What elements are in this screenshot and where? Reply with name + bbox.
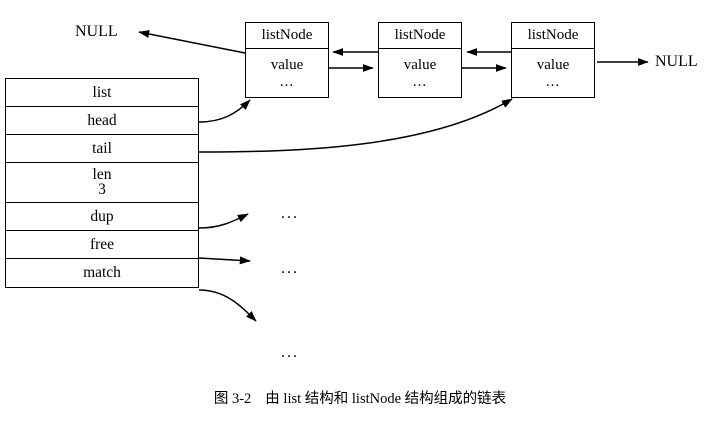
caption-text: 由 list 结构和 listNode 结构组成的链表 (265, 391, 507, 407)
arrow-dup-to-ellipsis (198, 213, 249, 229)
struct-field-head: head (87, 111, 117, 129)
struct-field-free: free (89, 235, 115, 253)
listnode-body-2: value ... (379, 49, 461, 97)
struct-row-title: list (6, 79, 198, 107)
null-label-left: NULL (75, 23, 118, 40)
listnode-body-3: value ... (512, 49, 594, 97)
struct-row-match: match (6, 259, 198, 287)
struct-row-len: len 3 (6, 163, 198, 203)
caption-number: 图 3-2 (213, 391, 252, 407)
listnode-title-1: listNode (246, 23, 328, 49)
null-label-right: NULL (655, 53, 698, 70)
struct-title-label: list (92, 83, 112, 101)
listnode-box-3: listNode value ... (511, 22, 595, 98)
struct-field-dup: dup (90, 207, 114, 225)
listnode-more-2: ... (412, 74, 428, 91)
list-struct-table: list head tail len 3 dup free match (5, 78, 199, 288)
figure-caption: 图 3-2 由 list 结构和 listNode 结构组成的链表 (0, 390, 720, 409)
struct-field-match: match (83, 264, 121, 282)
listnode-body-1: value ... (246, 49, 328, 97)
listnode-title-2: listNode (379, 23, 461, 49)
listnode-field-2: value (403, 56, 437, 73)
struct-field-len: len (92, 165, 112, 183)
ellipsis-match: ... (281, 344, 299, 361)
listnode-field-1: value (270, 56, 304, 73)
listnode-more-3: ... (545, 74, 561, 91)
struct-row-free: free (6, 231, 198, 259)
struct-field-tail: tail (92, 139, 112, 157)
arrow-tail-to-node3 (198, 98, 513, 153)
listnode-box-1: listNode value ... (245, 22, 329, 98)
arrow-node1-prev-null (138, 30, 246, 54)
ellipsis-dup: ... (281, 205, 299, 222)
listnode-field-3: value (536, 56, 570, 73)
arrow-head-to-node1 (198, 99, 251, 123)
listnode-more-1: ... (279, 74, 295, 91)
listnode-title-3: listNode (512, 23, 594, 49)
struct-row-tail: tail (6, 135, 198, 163)
arrow-match-to-ellipsis (198, 289, 257, 322)
struct-value-len: 3 (98, 181, 106, 199)
ellipsis-free: ... (281, 260, 299, 277)
struct-row-dup: dup (6, 203, 198, 231)
arrow-free-to-ellipsis (198, 256, 251, 265)
struct-row-head: head (6, 107, 198, 135)
listnode-box-2: listNode value ... (378, 22, 462, 98)
